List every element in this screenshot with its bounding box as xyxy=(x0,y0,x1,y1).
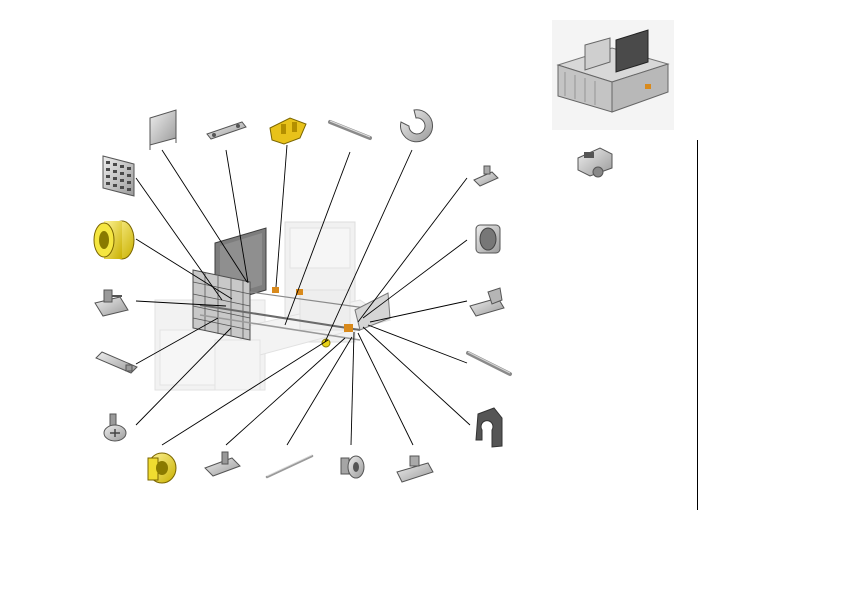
flat-bar-icon xyxy=(95,351,138,374)
side-plate-icon xyxy=(149,109,177,150)
sub-part-icon xyxy=(577,147,613,178)
small-clip-icon xyxy=(473,165,499,187)
lock-plate-icon xyxy=(475,407,503,448)
mount-bracket-icon xyxy=(94,289,129,317)
bushing-icon xyxy=(475,224,501,254)
slide-plate-icon xyxy=(396,455,434,483)
main-assembly xyxy=(154,221,392,391)
gear-cluster-icon xyxy=(269,117,307,145)
small-bracket-icon xyxy=(206,121,247,140)
leader-lines xyxy=(135,144,471,446)
grid-panel-icon xyxy=(102,155,135,197)
shoulder-screw-icon xyxy=(340,455,365,479)
rod-icon xyxy=(466,351,512,376)
thin-shaft-icon xyxy=(328,120,372,140)
screw-icon xyxy=(103,413,127,442)
long-pin-icon xyxy=(265,454,314,479)
e-ring-icon xyxy=(400,109,433,143)
clip-bracket-icon xyxy=(204,451,241,477)
yellow-pulley-icon xyxy=(93,220,135,260)
assembly-thumbnail-icon xyxy=(552,20,674,130)
yellow-gear-icon xyxy=(147,452,177,484)
angle-bracket-icon xyxy=(469,287,505,317)
